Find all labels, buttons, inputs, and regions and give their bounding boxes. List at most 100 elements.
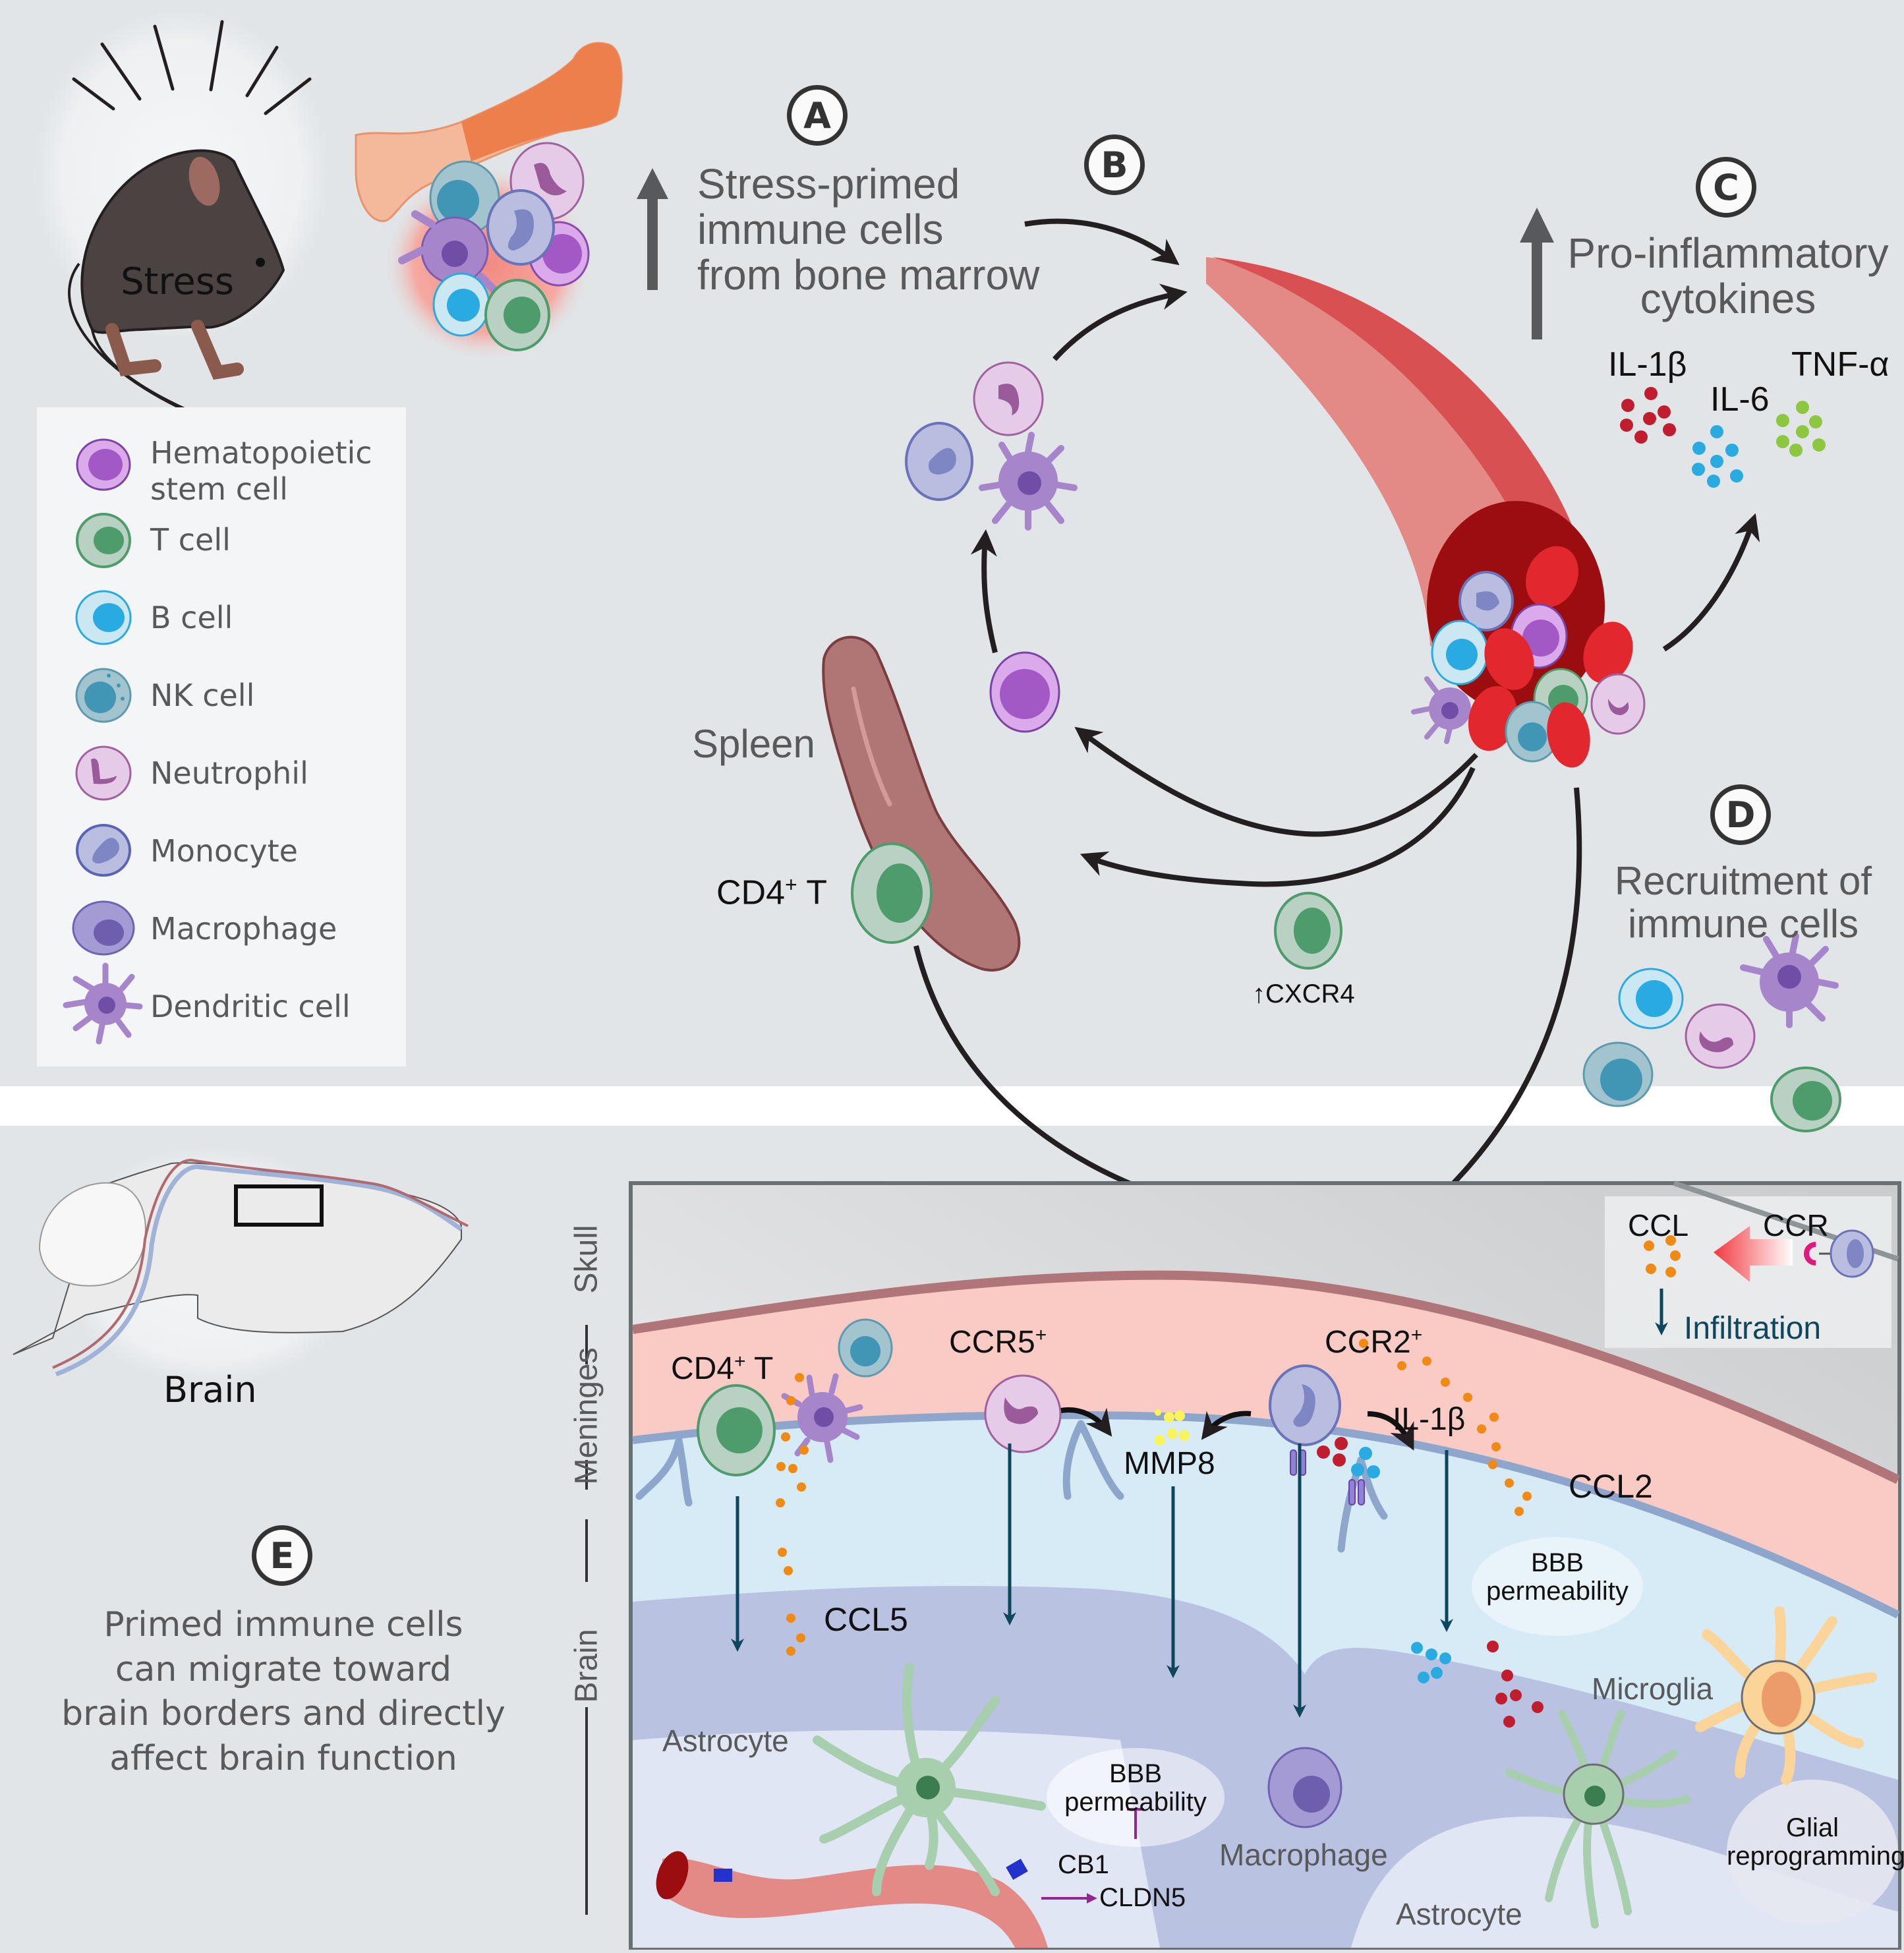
dendritic-cell-icon bbox=[781, 1373, 863, 1463]
panel-d-text: Recruitment of immune cells bbox=[1578, 860, 1904, 946]
monocyte-icon bbox=[486, 189, 555, 266]
bbb-line: permeability bbox=[1486, 1577, 1629, 1606]
cd4-text: CD4 bbox=[671, 1351, 735, 1386]
legend-icons bbox=[63, 438, 143, 1045]
bbb-line: BBB bbox=[1109, 1759, 1163, 1788]
il1b-dots bbox=[1620, 387, 1676, 444]
panel-c-text: Pro-inflammatory cytokines bbox=[1563, 230, 1893, 323]
ccr5-label: CCR5+ bbox=[949, 1324, 1047, 1360]
arrow-vessel-to-hsc bbox=[1074, 726, 1478, 837]
brain-illustration bbox=[13, 1147, 469, 1384]
cd4-suffix: T bbox=[797, 873, 827, 912]
ccr5-sup: + bbox=[1035, 1324, 1047, 1346]
red-blood-cell-icon bbox=[1526, 546, 1578, 608]
t-cell-icon bbox=[484, 279, 550, 351]
bbb-permeability-label: BBB permeability bbox=[1056, 1759, 1215, 1817]
glial-line: Glial bbox=[1785, 1813, 1839, 1842]
dendritic-cell-icon bbox=[398, 210, 498, 304]
macrophage-label: Macrophage bbox=[1219, 1838, 1388, 1872]
ccl2-label: CCL2 bbox=[1569, 1468, 1653, 1505]
infiltration-arrows bbox=[731, 1443, 1453, 1718]
spleen-label: Spleen bbox=[692, 722, 815, 766]
bbb-line: permeability bbox=[1064, 1788, 1207, 1817]
increase-arrow-icon bbox=[1520, 208, 1554, 339]
stressed-mouse-icon bbox=[33, 10, 330, 456]
neutrophil-icon bbox=[75, 745, 132, 801]
legend-item-b-cell: B cell bbox=[150, 600, 233, 635]
panel-a-badge: A bbox=[787, 85, 848, 146]
cb1-label: CB1 bbox=[1058, 1850, 1109, 1879]
recruited-cells bbox=[1582, 933, 1841, 1132]
red-blood-cell-icon bbox=[1583, 622, 1633, 684]
glial-reprogramming-label: Glial reprogramming bbox=[1727, 1813, 1904, 1871]
cd4-t-cell-icon bbox=[851, 842, 933, 944]
cd4-sup: + bbox=[734, 1351, 746, 1372]
ccl2-dots bbox=[1359, 1339, 1532, 1516]
zoom-region-box bbox=[234, 1184, 324, 1227]
arrow-vessel-to-cytokines bbox=[1662, 513, 1760, 652]
glial-line: reprogramming bbox=[1727, 1842, 1904, 1871]
cb1-receptor-icon bbox=[714, 1858, 1028, 1882]
bbb-permeability-bubble bbox=[1047, 1748, 1225, 1847]
cd4-suffix: T bbox=[745, 1351, 774, 1386]
cldn5-label: CLDN5 bbox=[1099, 1883, 1186, 1912]
panel-a-line: from bone marrow bbox=[697, 251, 1040, 299]
cytokine-tnfa-label: TNF-α bbox=[1791, 345, 1890, 384]
ccr2-text: CCR2 bbox=[1325, 1325, 1411, 1360]
cxcr4-label: ↑CXCR4 bbox=[1252, 979, 1355, 1008]
legend-label: stem cell bbox=[150, 471, 288, 508]
cd4-text: CD4 bbox=[716, 873, 786, 912]
monocyte-icon bbox=[76, 824, 131, 877]
red-blood-cell-icon bbox=[1547, 702, 1590, 768]
b-cell-icon bbox=[432, 272, 490, 337]
attraction-arrow-icon bbox=[1714, 1226, 1793, 1282]
ccl5-dots bbox=[776, 1373, 809, 1656]
spleen-icon bbox=[822, 635, 1021, 972]
panel-a-line: immune cells bbox=[697, 206, 944, 254]
increase-arrow-icon bbox=[637, 168, 668, 290]
red-blood-cell-icon bbox=[1468, 685, 1518, 751]
cd4-t-cell-icon bbox=[697, 1384, 776, 1476]
mmp8-dots bbox=[1155, 1409, 1190, 1445]
marrow-cell-cluster bbox=[398, 142, 590, 351]
bbb-line: BBB bbox=[1530, 1548, 1584, 1577]
brain-cross-section-panel bbox=[629, 1181, 1901, 1950]
nk-cell-icon bbox=[75, 668, 132, 723]
panel-c-badge: C bbox=[1696, 157, 1756, 218]
neutrophil-icon bbox=[1590, 673, 1646, 735]
legend-item-macrophage: Macrophage bbox=[150, 911, 337, 947]
meninges-cd4-t-label: CD4+ T bbox=[671, 1351, 773, 1386]
hematopoietic-stem-cell-icon bbox=[989, 651, 1060, 733]
ccr-receptor-icon bbox=[1804, 1242, 1816, 1266]
dendritic-cell-icon bbox=[63, 962, 143, 1045]
microglia-icon bbox=[1695, 1606, 1877, 1785]
bbb-permeability-label: BBB permeability bbox=[1478, 1548, 1636, 1606]
panel-e-line: brain borders and directly bbox=[61, 1694, 505, 1734]
hematopoietic-stem-cell-icon bbox=[76, 438, 131, 491]
panel-c-line: cytokines bbox=[1640, 275, 1816, 323]
b-cell-icon bbox=[1618, 968, 1684, 1030]
arrow-marrow-to-vessel bbox=[1024, 218, 1180, 266]
inhibition-icon bbox=[1127, 1808, 1144, 1839]
arrow-vessel-to-spleen bbox=[1080, 767, 1476, 887]
microglia-label: Microglia bbox=[1592, 1672, 1714, 1706]
ccr2-label: CCR2+ bbox=[1325, 1324, 1422, 1360]
brain-label: Brain bbox=[163, 1369, 257, 1411]
brain-blood-vessel-icon bbox=[656, 1851, 1048, 1948]
legend-item-hematopoietic-stem-cell: Hematopoietic stem cell bbox=[150, 435, 372, 508]
monocyte-icon bbox=[905, 422, 973, 501]
neutrophil-icon bbox=[1685, 1003, 1756, 1069]
macrophage-icon bbox=[72, 900, 135, 956]
arrow-hsc-to-cells bbox=[970, 529, 998, 653]
arrow-cd4-to-brain bbox=[913, 945, 1254, 1229]
nk-cell-icon bbox=[429, 160, 500, 235]
monocyte-icon bbox=[1269, 1364, 1341, 1446]
section-divider bbox=[0, 1086, 1904, 1126]
mmp8-label: MMP8 bbox=[1124, 1446, 1215, 1481]
panel-d-line: immune cells bbox=[1627, 901, 1859, 946]
panel-e-line: Primed immune cells bbox=[103, 1605, 463, 1645]
b-cell-icon bbox=[75, 590, 132, 645]
b-cell-icon bbox=[1431, 620, 1489, 685]
cd4-sup: + bbox=[785, 873, 797, 896]
neutrophil-icon bbox=[973, 361, 1044, 436]
